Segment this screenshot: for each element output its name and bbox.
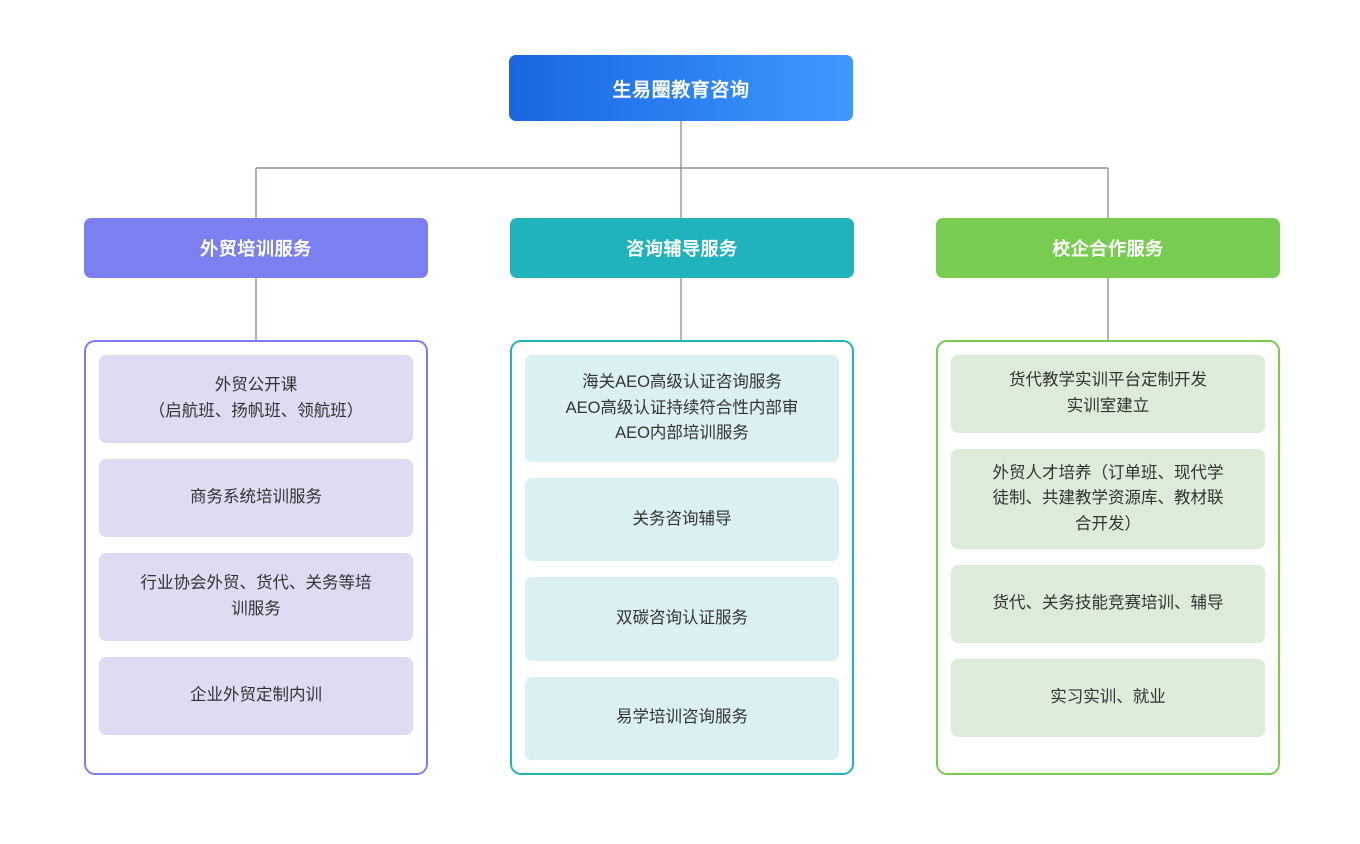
root-node[interactable]: 生易圈教育咨询 xyxy=(509,55,853,121)
item-chip-label: 行业协会外贸、货代、关务等培 训服务 xyxy=(140,574,372,618)
root-node-label: 生易圈教育咨询 xyxy=(612,79,750,101)
item-chip[interactable]: 易学培训咨询服务 xyxy=(525,676,839,760)
branch-items-container-2: 海关AEO高级认证咨询服务 AEO高级认证持续符合性内部审 AEO内部培训服务 … xyxy=(510,340,854,775)
item-chip-label: 外贸人才培养（订单班、现代学 徒制、共建教学资源库、教材联 合开发） xyxy=(992,463,1224,533)
item-chip[interactable]: 海关AEO高级认证咨询服务 AEO高级认证持续符合性内部审 AEO内部培训服务 xyxy=(525,355,839,462)
item-chip-label: 外贸公开课 （启航班、扬帆班、领航班） xyxy=(148,376,364,420)
branch-column-1: 外贸培训服务 外贸公开课 （启航班、扬帆班、领航班） 商务系统培训服务 行业协会… xyxy=(84,218,428,775)
item-chip-label: 货代教学实训平台定制开发 实训室建立 xyxy=(1009,371,1207,415)
item-chip[interactable]: 货代教学实训平台定制开发 实训室建立 xyxy=(951,355,1265,433)
item-chip-label: 关务咨询辅导 xyxy=(632,509,732,528)
item-chip[interactable]: 实习实训、就业 xyxy=(951,659,1265,737)
item-chip-label: 双碳咨询认证服务 xyxy=(616,609,748,628)
branch-items-container-1: 外贸公开课 （启航班、扬帆班、领航班） 商务系统培训服务 行业协会外贸、货代、关… xyxy=(84,340,428,775)
item-chip[interactable]: 外贸公开课 （启航班、扬帆班、领航班） xyxy=(99,355,413,443)
item-chip-label: 易学培训咨询服务 xyxy=(616,708,748,727)
branch-column-2: 咨询辅导服务 海关AEO高级认证咨询服务 AEO高级认证持续符合性内部审 AEO… xyxy=(510,218,854,775)
item-chip[interactable]: 企业外贸定制内训 xyxy=(99,657,413,735)
item-chip-label: 企业外贸定制内训 xyxy=(190,686,322,705)
item-chip[interactable]: 行业协会外贸、货代、关务等培 训服务 xyxy=(99,553,413,641)
branch-header-1[interactable]: 外贸培训服务 xyxy=(84,218,428,278)
item-chip[interactable]: 关务咨询辅导 xyxy=(525,477,839,562)
item-chip-label: 实习实训、就业 xyxy=(1050,688,1166,707)
item-chip-label: 商务系统培训服务 xyxy=(190,488,322,507)
branch-header-3-label: 校企合作服务 xyxy=(1052,239,1164,259)
branch-header-2-label: 咨询辅导服务 xyxy=(626,239,738,259)
item-chip[interactable]: 双碳咨询认证服务 xyxy=(525,577,839,661)
item-chip[interactable]: 货代、关务技能竞赛培训、辅导 xyxy=(951,565,1265,643)
branch-header-1-label: 外贸培训服务 xyxy=(200,239,312,259)
item-chip[interactable]: 外贸人才培养（订单班、现代学 徒制、共建教学资源库、教材联 合开发） xyxy=(951,449,1265,549)
item-chip-label: 海关AEO高级认证咨询服务 AEO高级认证持续符合性内部审 AEO内部培训服务 xyxy=(565,372,799,443)
item-chip-label: 货代、关务技能竞赛培训、辅导 xyxy=(992,594,1224,613)
item-chip[interactable]: 商务系统培训服务 xyxy=(99,459,413,537)
branch-header-3[interactable]: 校企合作服务 xyxy=(936,218,1280,278)
branch-items-container-3: 货代教学实训平台定制开发 实训室建立 外贸人才培养（订单班、现代学 徒制、共建教… xyxy=(936,340,1280,775)
branch-column-3: 校企合作服务 货代教学实训平台定制开发 实训室建立 外贸人才培养（订单班、现代学… xyxy=(936,218,1280,775)
branch-header-2[interactable]: 咨询辅导服务 xyxy=(510,218,854,278)
